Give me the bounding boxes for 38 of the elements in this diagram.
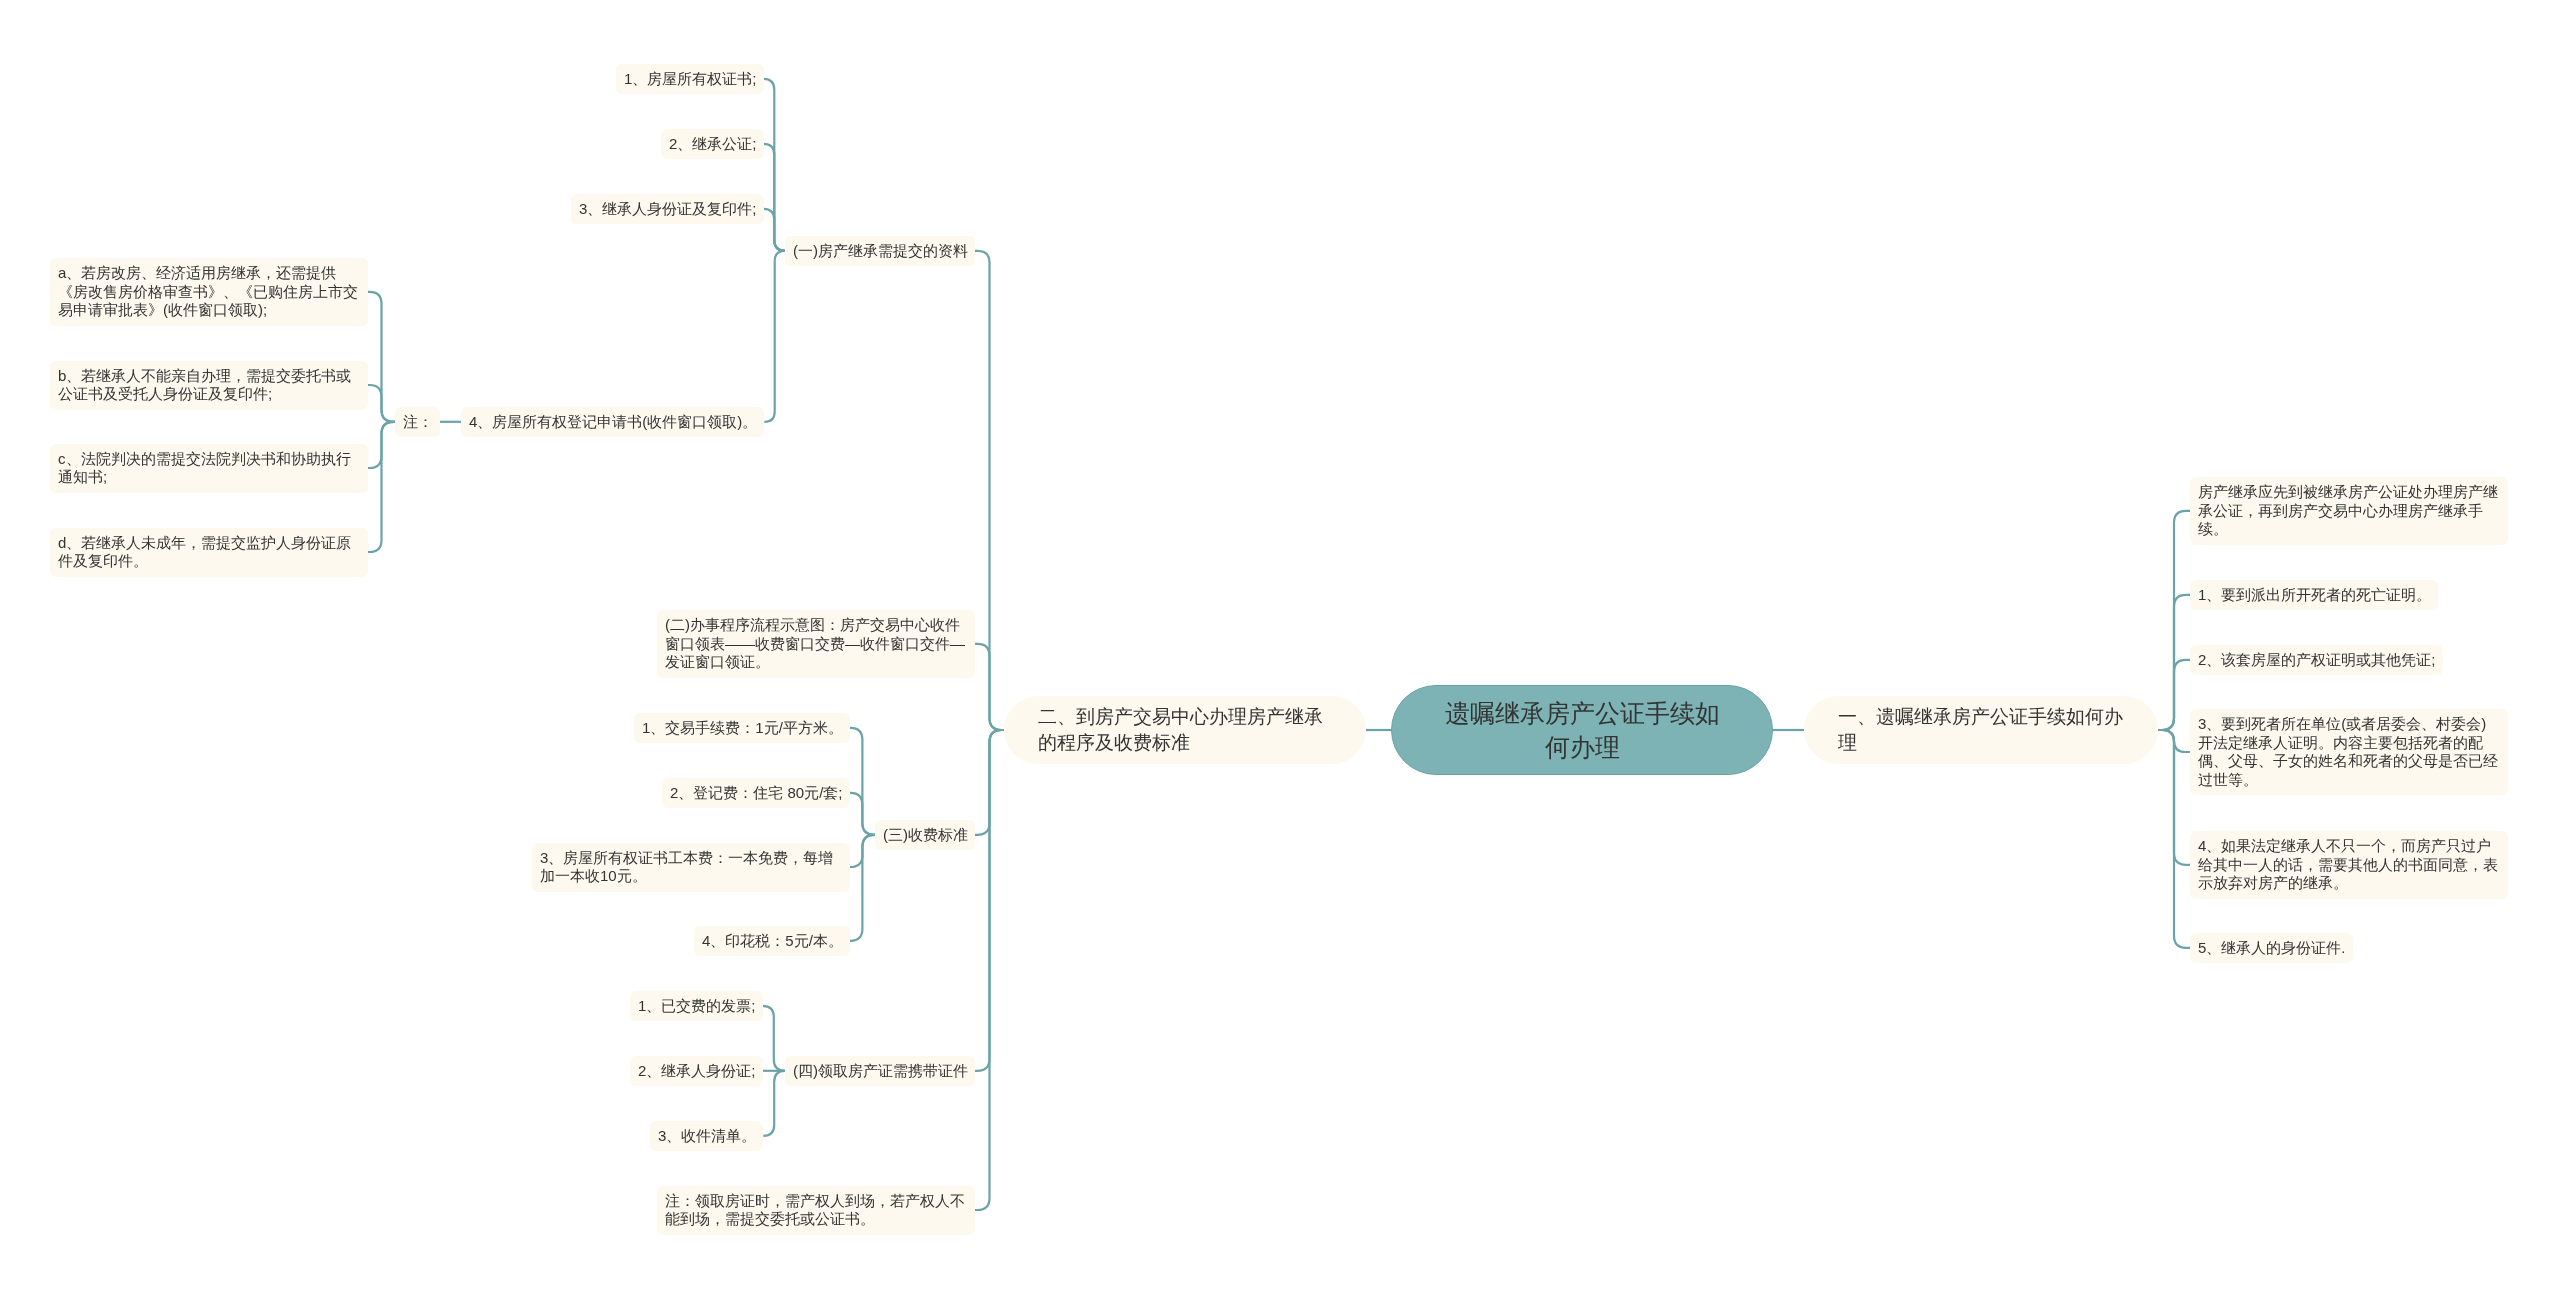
branch-topic: 一、遗嘱继承房产公证手续如何办理	[1804, 696, 2158, 764]
connector-line	[1366, 728, 1391, 732]
subtopic-box: 3、房屋所有权证书工本费：一本免费，每增加一本收10元。	[532, 842, 850, 892]
connector-line	[761, 1004, 787, 1072]
subtopic-box: 4、印花税：5元/本。	[694, 925, 850, 956]
connector-line	[1773, 728, 1804, 732]
branch-topic: 二、到房产交易中心办理房产继承的程序及收费标准	[1004, 696, 1366, 764]
connector-line	[762, 1069, 787, 1137]
subtopic-box: 3、要到死者所在单位(或者居委会、村委会)开法定继承人证明。内容主要包括死者的配偶、父母、子女的姓名和死者的父母是否已经过世等。	[2190, 709, 2508, 795]
subtopic-box: a、若房改房、经济适用房继承，还需提供《房改售房价格审查书》、《已购住房上市交易申请审批表》(收件窗口领取);	[50, 258, 368, 326]
subtopic-box: 1、房屋所有权证书;	[616, 63, 764, 94]
subtopic-box: 4、房屋所有权登记申请书(收件窗口领取)。	[461, 406, 765, 437]
subtopic-box: d、若继承人未成年，需提交监护人身份证原件及复印件。	[50, 527, 368, 577]
subtopic-box: 2、继承人身份证;	[630, 1055, 763, 1086]
connector-line	[367, 420, 396, 554]
subtopic-box: (三)收费标准	[875, 819, 975, 850]
connector-line	[762, 207, 787, 252]
subtopic-box: (二)办事程序流程示意图：房产交易中心收件窗口领表——收费窗口交费—收件窗口交件—发证窗口领证。	[657, 610, 975, 678]
subtopic-box: 1、要到派出所开死者的死亡证明。	[2190, 579, 2439, 610]
subtopic-box: 房产继承应先到被继承房产公证处办理房产继承公证，再到房产交易中心办理房产继承手续。	[2190, 477, 2508, 545]
subtopic-box: (一)房产继承需提交的资料	[785, 235, 975, 266]
subtopic-box: 注：	[395, 406, 440, 437]
subtopic-box: 3、收件清单。	[650, 1120, 764, 1151]
connector-line	[763, 249, 787, 423]
subtopic-box: 2、继承公证;	[661, 128, 764, 159]
subtopic-box: 注：领取房证时，需产权人到场，若产权人不能到场，需提交委托或公证书。	[657, 1185, 975, 1235]
central-topic: 遗嘱继承房产公证手续如何办理	[1391, 685, 1773, 775]
subtopic-box: 5、继承人的身份证件.	[2190, 932, 2353, 963]
subtopic-box: 4、如果法定继承人不只一个，而房产只过户给其中一人的话，需要其他人的书面同意，表示放弃对房产的继承。	[2190, 831, 2508, 899]
subtopic-box: c、法院判决的需提交法院判决书和协助执行通知书;	[50, 443, 368, 493]
subtopic-box: 1、交易手续费：1元/平方米。	[634, 712, 850, 743]
connector-line	[440, 420, 461, 423]
subtopic-box: (四)领取房产证需携带证件	[785, 1055, 975, 1086]
subtopic-box: 1、已交费的发票;	[630, 990, 763, 1021]
subtopic-box: b、若继承人不能亲自办理，需提交委托书或公证书及受托人身份证及复印件;	[50, 360, 368, 410]
subtopic-box: 3、继承人身份证及复印件;	[571, 193, 764, 224]
subtopic-box: 2、该套房屋的产权证明或其他凭证;	[2190, 644, 2443, 675]
subtopic-box: 2、登记费：住宅 80元/套;	[662, 777, 850, 808]
